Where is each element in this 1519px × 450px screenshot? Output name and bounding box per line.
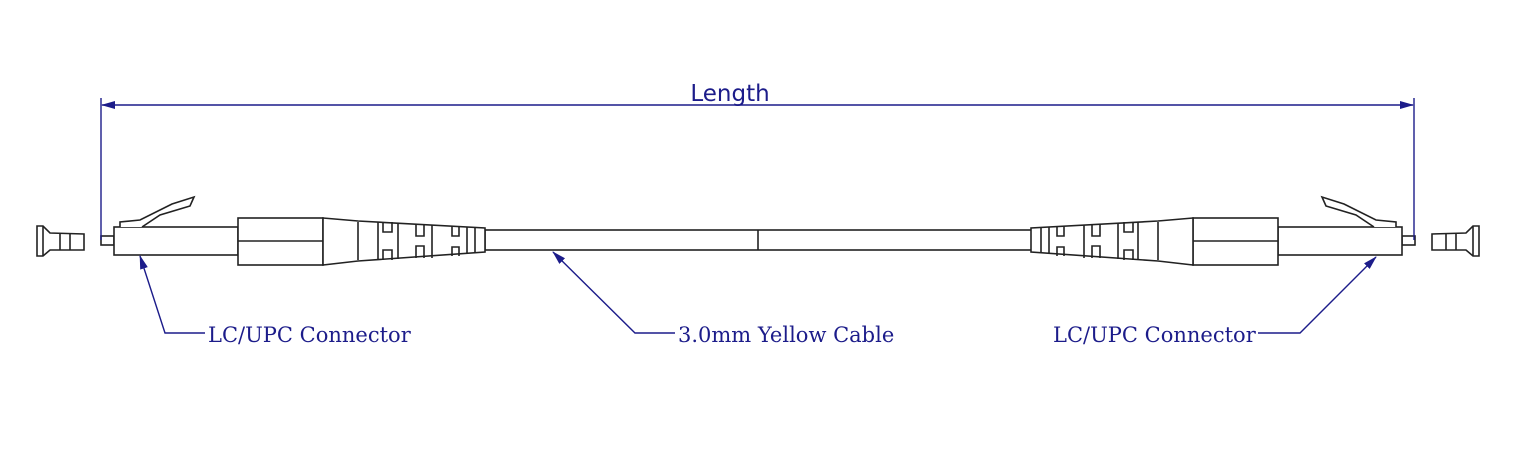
left-connector-callout: LC/UPC Connector (139, 255, 412, 347)
left-connector (36, 196, 486, 266)
cable (484, 229, 1034, 251)
length-dimension: Length (100, 81, 1415, 240)
cable-label: 3.0mm Yellow Cable (678, 323, 894, 347)
right-connector (1030, 196, 1480, 266)
right-connector-label: LC/UPC Connector (1053, 323, 1257, 347)
cable-callout: 3.0mm Yellow Cable (552, 251, 894, 347)
left-connector-label: LC/UPC Connector (208, 323, 412, 347)
right-connector-callout: LC/UPC Connector (1053, 256, 1377, 347)
length-label: Length (690, 81, 769, 107)
